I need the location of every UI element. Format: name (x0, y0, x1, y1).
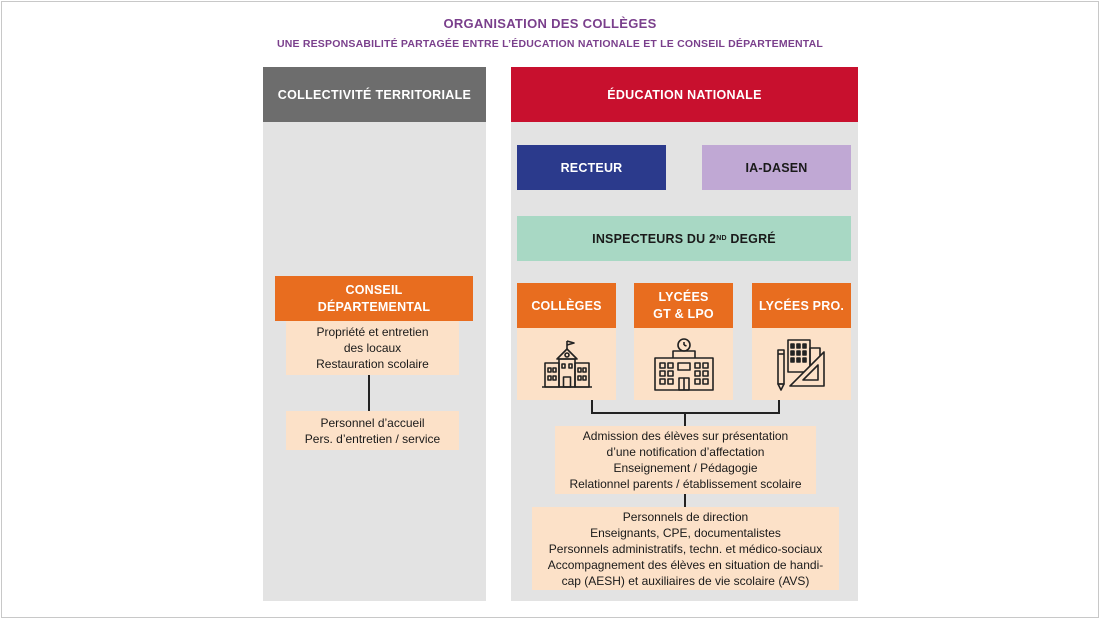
lycees-box: LYCÉES GT & LPO (634, 283, 733, 328)
admission-line: Enseignement / Pédagogie (613, 461, 758, 475)
inspecteurs-sup: ND (716, 235, 727, 242)
personnels-box: Personnels de direction Enseignants, CPE… (532, 507, 839, 590)
inspecteurs-text-pre: INSPECTEURS DU 2 (592, 231, 717, 246)
personnel-line: Personnel d’accueil (320, 415, 425, 430)
colleges-icon-box (517, 328, 616, 400)
connector-line (684, 494, 686, 507)
ia-dasen-box: IA-DASEN (702, 145, 851, 190)
architecture-pro-icon (776, 339, 825, 391)
connector-line (368, 375, 370, 411)
lycees-icon-box (634, 328, 733, 400)
lycees-line1: LYCÉES (658, 289, 709, 304)
proprietes-line: Propriété et entretien (316, 325, 429, 339)
personnels-line: Personnels de direction (622, 509, 749, 524)
recteur-box: RECTEUR (517, 145, 666, 190)
connector-line (591, 412, 780, 414)
personnels-line: Enseignants, CPE, documentalistes (590, 525, 781, 540)
education-nationale-header: ÉDUCATION NATIONALE (511, 67, 858, 122)
conseil-line2: DÉPARTEMENTAL (317, 299, 431, 314)
lycee-building-icon (653, 338, 714, 391)
page-title: ORGANISATION DES COLLÈGES (443, 16, 657, 31)
lycees-pro-box: LYCÉES PRO. (752, 283, 851, 328)
conseil-departemental-box: CONSEIL DÉPARTEMENTAL (275, 276, 473, 321)
proprietes-line: Restauration scolaire (316, 357, 429, 371)
inspecteurs-text-post: DEGRÉ (726, 231, 776, 246)
school-building-icon (541, 340, 592, 388)
admission-line: Relationnel parents / établissement scol… (569, 477, 802, 491)
admission-line: d’une notification d’affectation (606, 445, 765, 459)
connector-line (684, 412, 686, 426)
personnel-accueil-box: Personnel d’accueil Pers. d’entretien / … (286, 411, 459, 450)
proprietes-line: des locaux (343, 341, 402, 355)
personnels-line: Personnels administratifs, techn. et méd… (548, 541, 823, 556)
personnels-line: cap (AESH) et auxiliaires de vie scolair… (561, 573, 810, 588)
admission-line: Admission des élèves sur présentation (582, 429, 789, 443)
admission-box: Admission des élèves sur présentation d’… (555, 426, 816, 494)
personnel-line: Pers. d’entretien / service (304, 431, 441, 446)
lycees-line2: GT & LPO (653, 306, 714, 321)
colleges-box: COLLÈGES (517, 283, 616, 328)
proprietes-box: Propriété et entretien des locaux Restau… (286, 321, 459, 375)
connector-line (591, 400, 593, 413)
lycees-pro-icon-box (752, 328, 851, 400)
personnels-line: Accompagnement des élèves en situation d… (547, 557, 824, 572)
conseil-line1: CONSEIL (345, 282, 403, 297)
connector-line (778, 400, 780, 413)
page-subtitle: UNE RESPONSABILITÉ PARTAGÉE ENTRE L’ÉDUC… (276, 38, 824, 50)
collectivite-header: COLLECTIVITÉ TERRITORIALE (263, 67, 486, 122)
